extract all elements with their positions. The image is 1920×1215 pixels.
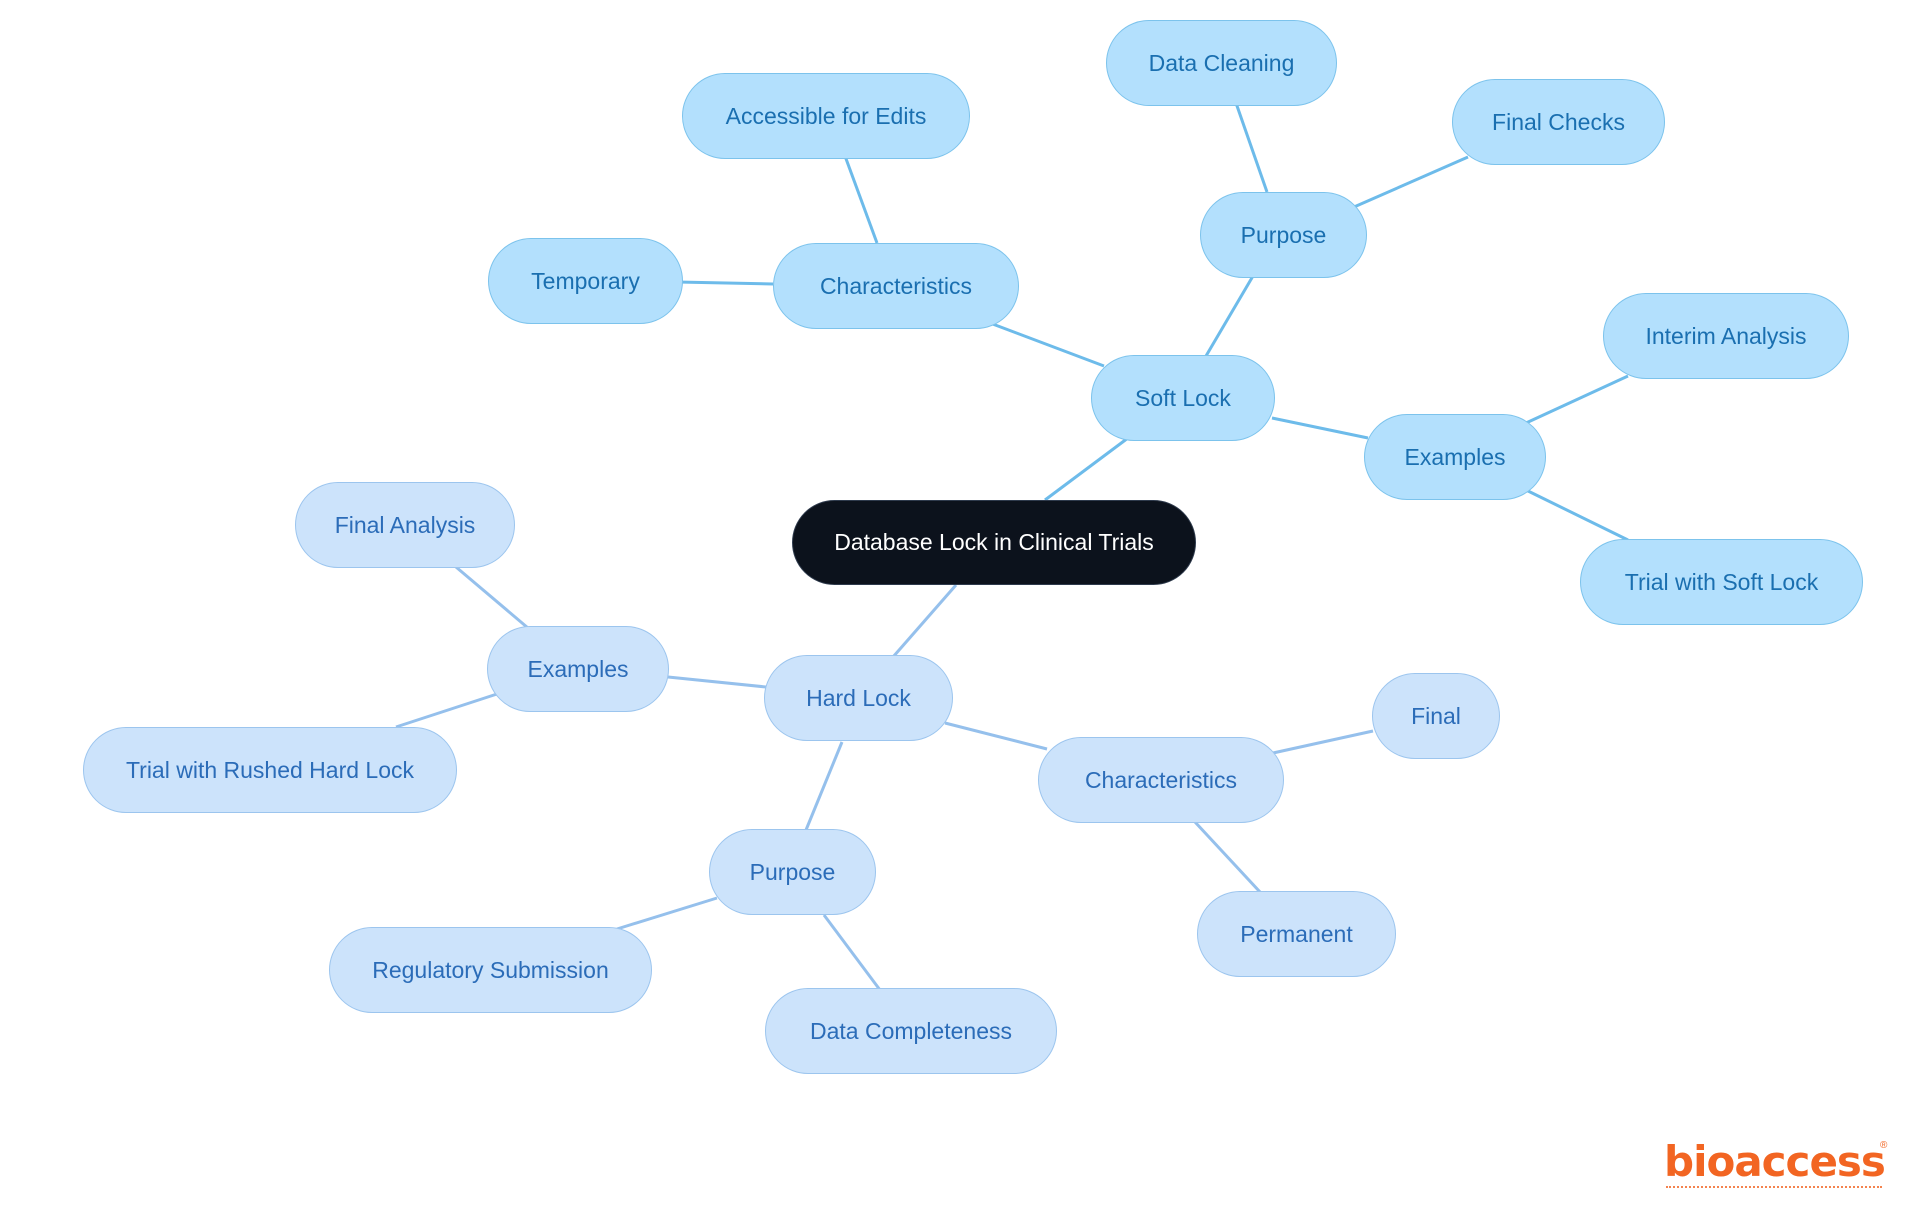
node-final-analysis[interactable]: Final Analysis bbox=[295, 482, 515, 568]
edge-hardlock-examples bbox=[667, 675, 767, 689]
node-soft-purpose[interactable]: Purpose bbox=[1200, 192, 1367, 278]
edge-characteristics-final bbox=[1272, 729, 1374, 755]
node-final[interactable]: Final bbox=[1372, 673, 1500, 759]
node-hard-lock[interactable]: Hard Lock bbox=[764, 655, 953, 741]
node-soft-lock[interactable]: Soft Lock bbox=[1091, 355, 1275, 441]
edge-examples-trialsoft bbox=[1525, 488, 1629, 542]
edge-examples-finalanalysis bbox=[455, 565, 529, 630]
edge-hardlock-characteristics bbox=[944, 721, 1048, 751]
edge-examples-trialrushed bbox=[395, 692, 498, 729]
edge-softlock-purpose bbox=[1204, 275, 1255, 357]
node-hard-purpose[interactable]: Purpose bbox=[709, 829, 876, 915]
edge-purpose-finalchecks bbox=[1353, 155, 1469, 209]
logo-tagline-strip bbox=[1666, 1186, 1882, 1192]
node-final-checks[interactable]: Final Checks bbox=[1452, 79, 1665, 165]
edge-characteristics-permanent bbox=[1193, 820, 1262, 894]
node-permanent[interactable]: Permanent bbox=[1197, 891, 1396, 977]
logo-wordmark: bioaccess bbox=[1664, 1137, 1886, 1186]
edge-purpose-datacleaning bbox=[1234, 102, 1269, 193]
logo-registered-mark: ® bbox=[1880, 1140, 1888, 1151]
edge-characteristics-accessible bbox=[843, 155, 879, 244]
node-accessible-for-edits[interactable]: Accessible for Edits bbox=[682, 73, 970, 159]
node-interim-analysis[interactable]: Interim Analysis bbox=[1603, 293, 1849, 379]
node-trial-with-soft-lock[interactable]: Trial with Soft Lock bbox=[1580, 539, 1863, 625]
edge-purpose-completeness bbox=[822, 914, 882, 991]
node-data-cleaning[interactable]: Data Cleaning bbox=[1106, 20, 1337, 106]
bioaccess-logo: bioaccess ® bbox=[1664, 1137, 1888, 1192]
node-temporary[interactable]: Temporary bbox=[488, 238, 683, 324]
node-data-completeness[interactable]: Data Completeness bbox=[765, 988, 1057, 1074]
node-soft-examples[interactable]: Examples bbox=[1364, 414, 1546, 500]
node-trial-with-rushed-hard-lock[interactable]: Trial with Rushed Hard Lock bbox=[83, 727, 457, 813]
edge-softlock-characteristics bbox=[989, 321, 1105, 368]
node-soft-characteristics[interactable]: Characteristics bbox=[773, 243, 1019, 329]
edge-softlock-examples bbox=[1271, 416, 1369, 440]
edge-purpose-regulatory bbox=[616, 896, 718, 931]
edge-hardlock-purpose bbox=[804, 741, 844, 831]
edge-root-hardlock bbox=[891, 584, 958, 658]
node-hard-examples[interactable]: Examples bbox=[487, 626, 669, 712]
root-node[interactable]: Database Lock in Clinical Trials bbox=[792, 500, 1196, 585]
node-regulatory-submission[interactable]: Regulatory Submission bbox=[329, 927, 652, 1013]
edge-characteristics-temporary bbox=[676, 280, 774, 286]
node-hard-characteristics[interactable]: Characteristics bbox=[1038, 737, 1284, 823]
edge-root-softlock bbox=[1044, 436, 1129, 502]
edge-examples-interim bbox=[1525, 374, 1629, 425]
